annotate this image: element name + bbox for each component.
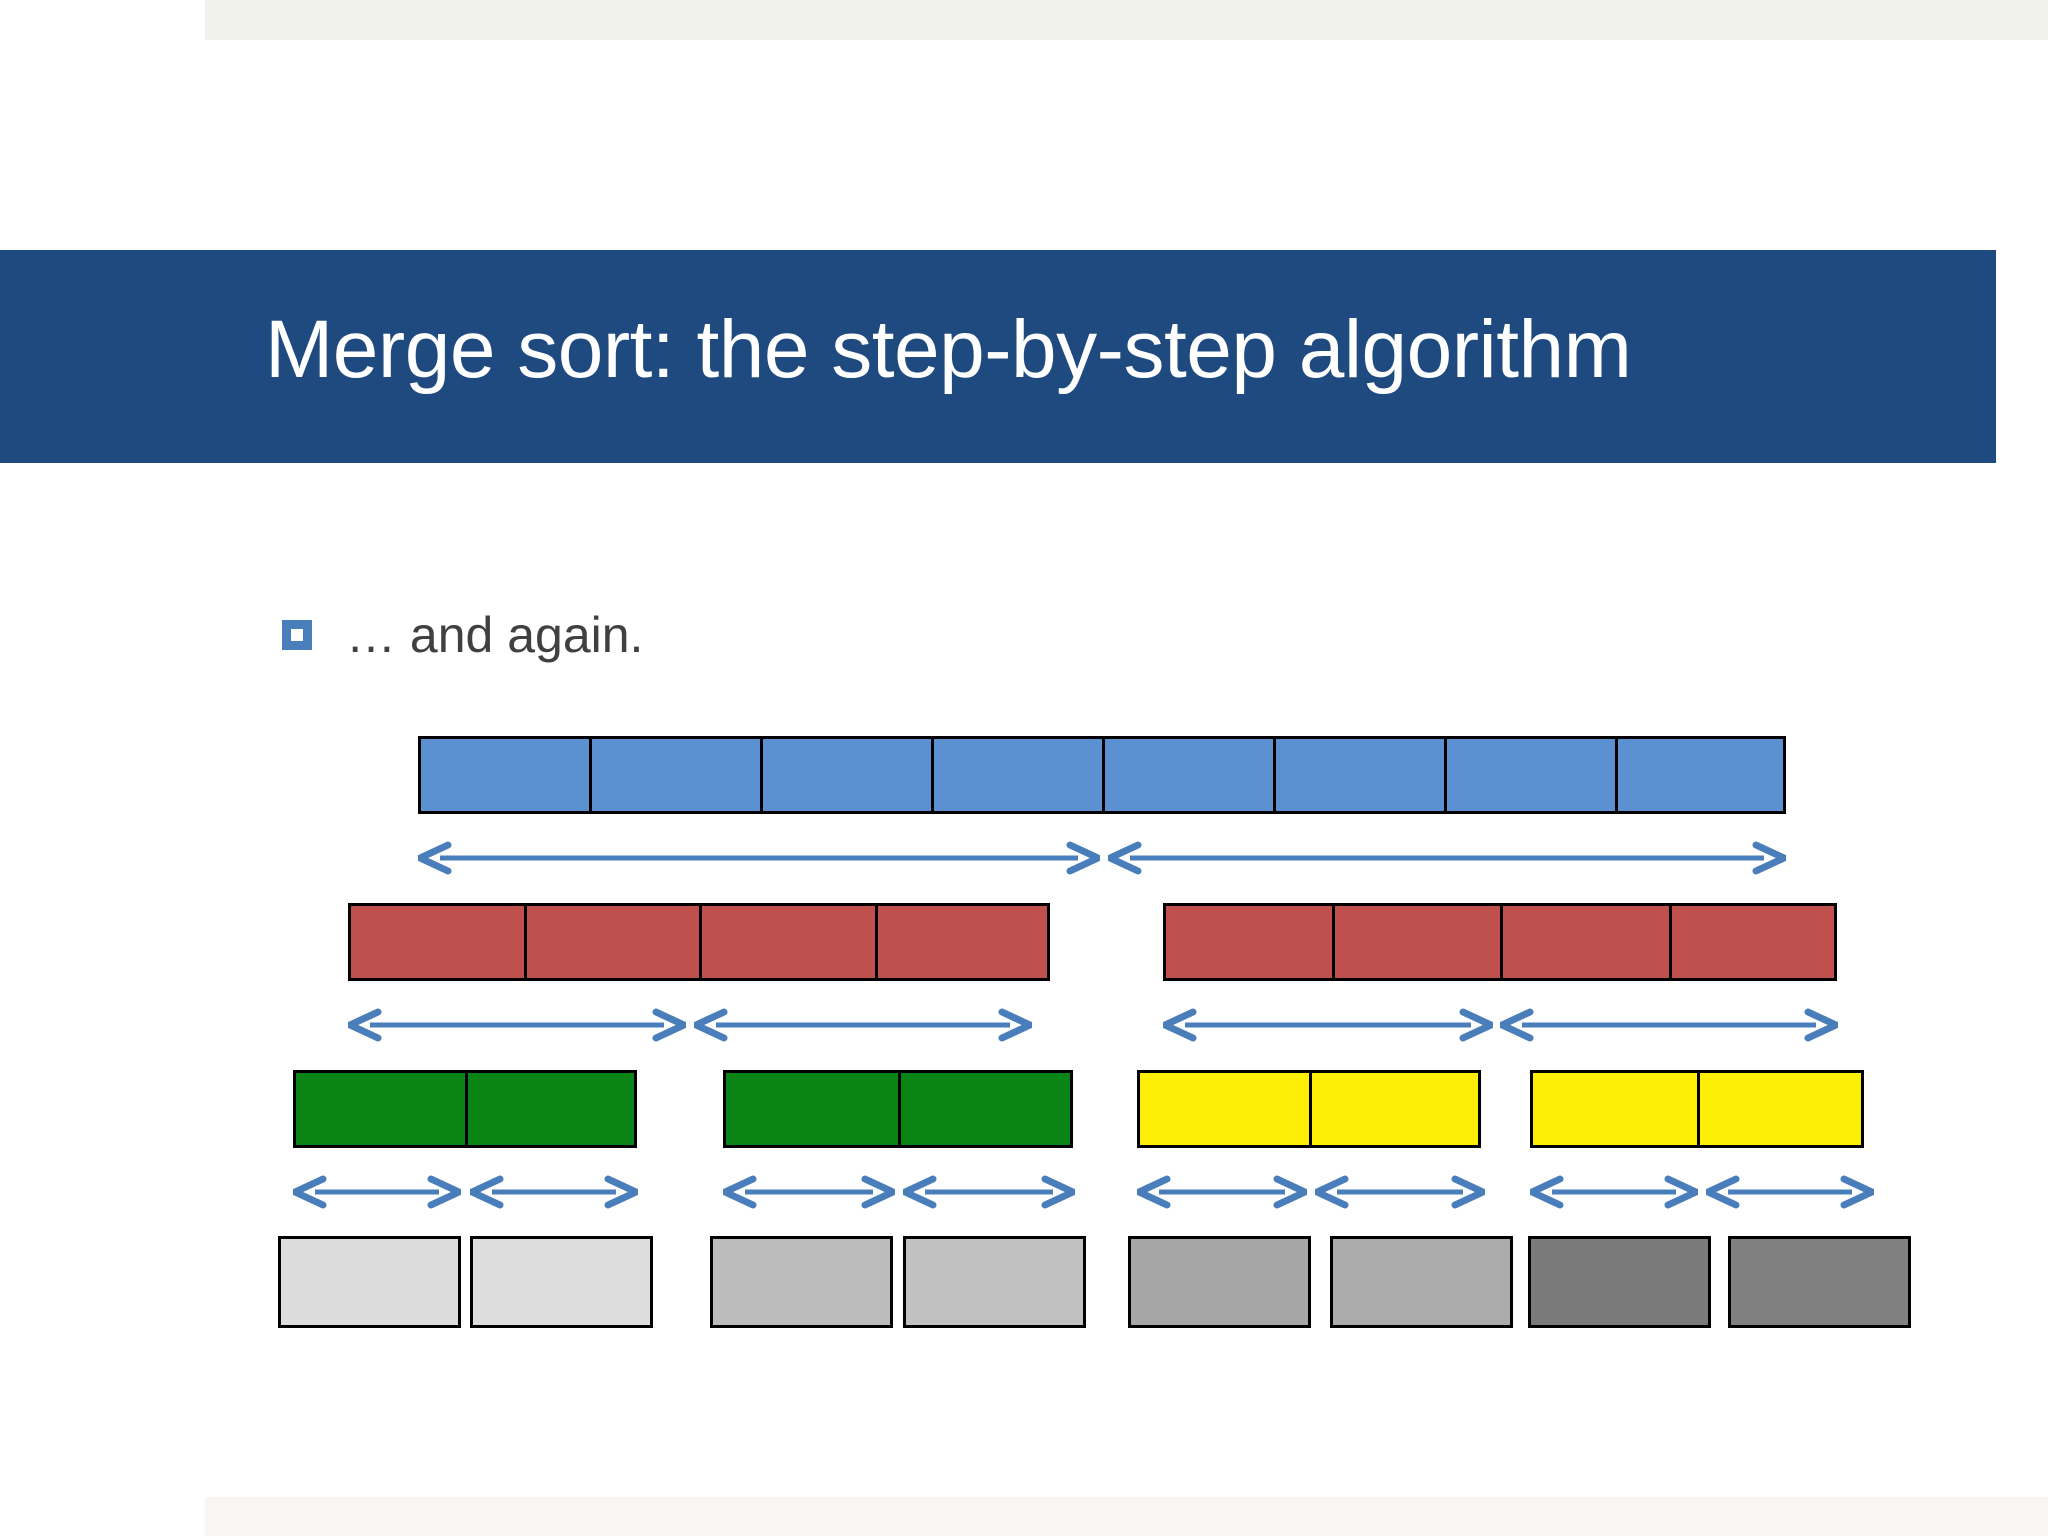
row-red-halves-cell-0: [348, 903, 527, 981]
row-blue-whole-array-cell-6: [1444, 736, 1618, 814]
arrow-row-2-double-arrow-1: [694, 1005, 1032, 1045]
row-gray-singletons-cell-7: [1728, 1236, 1911, 1328]
arrow-row-2-double-arrow-2: [1163, 1005, 1493, 1045]
row-blue-whole-array-cell-7: [1615, 736, 1786, 814]
row-gray-singletons-cell-4: [1128, 1236, 1311, 1328]
row-blue-whole-array-cell-2: [760, 736, 934, 814]
bottom-decorative-strip: [205, 1497, 2048, 1536]
arrow-row-3-double-arrow-6: [1530, 1172, 1698, 1212]
row-gray-singletons-cell-2: [710, 1236, 893, 1328]
row-red-halves-cell-7: [1668, 903, 1837, 981]
row-gray-singletons-cell-1: [470, 1236, 653, 1328]
row-gray-singletons-cell-3: [903, 1236, 1086, 1328]
row-green-yellow-quarters-cell-5: [1309, 1070, 1481, 1148]
row-red-halves-cell-3: [874, 903, 1050, 981]
top-decorative-strip: [205, 0, 2048, 40]
arrow-row-3-double-arrow-5: [1315, 1172, 1485, 1212]
row-blue-whole-array-cell-4: [1102, 736, 1276, 814]
row-gray-singletons-cell-6: [1528, 1236, 1711, 1328]
row-red-halves-cell-4: [1163, 903, 1335, 981]
row-gray-singletons-cell-0: [278, 1236, 461, 1328]
arrow-row-3-double-arrow-1: [470, 1172, 638, 1212]
arrow-row-3-double-arrow-7: [1706, 1172, 1874, 1212]
row-blue-whole-array-cell-5: [1273, 736, 1447, 814]
row-blue-whole-array-cell-1: [589, 736, 763, 814]
arrow-row-3-double-arrow-0: [293, 1172, 461, 1212]
row-red-halves-cell-2: [699, 903, 878, 981]
row-red-halves-cell-5: [1331, 903, 1503, 981]
arrow-row-1-double-arrow-0: [418, 838, 1100, 878]
row-green-yellow-quarters-cell-1: [465, 1070, 637, 1148]
arrow-row-3-double-arrow-3: [903, 1172, 1075, 1212]
bullet-item-label: … and again.: [346, 607, 644, 663]
row-blue-whole-array-cell-3: [931, 736, 1105, 814]
page-title: Merge sort: the step-by-step algorithm: [265, 304, 1632, 395]
row-red-halves-cell-1: [523, 903, 702, 981]
arrow-row-1-double-arrow-1: [1108, 838, 1786, 878]
arrow-row-3-double-arrow-4: [1137, 1172, 1307, 1212]
arrow-row-2-double-arrow-0: [348, 1005, 686, 1045]
row-green-yellow-quarters-cell-3: [898, 1070, 1073, 1148]
arrow-row-2-double-arrow-3: [1500, 1005, 1838, 1045]
arrow-row-3-double-arrow-2: [723, 1172, 895, 1212]
row-gray-singletons-cell-5: [1330, 1236, 1513, 1328]
row-green-yellow-quarters-cell-2: [723, 1070, 901, 1148]
row-red-halves-cell-6: [1500, 903, 1672, 981]
row-green-yellow-quarters-cell-6: [1530, 1070, 1700, 1148]
row-green-yellow-quarters-cell-0: [293, 1070, 468, 1148]
row-green-yellow-quarters-cell-4: [1137, 1070, 1312, 1148]
row-green-yellow-quarters-cell-7: [1697, 1070, 1864, 1148]
square-bullet-icon: [282, 620, 312, 650]
row-blue-whole-array-cell-0: [418, 736, 592, 814]
title-band: [0, 250, 1996, 463]
bullet-list-item: … and again.: [282, 600, 643, 670]
